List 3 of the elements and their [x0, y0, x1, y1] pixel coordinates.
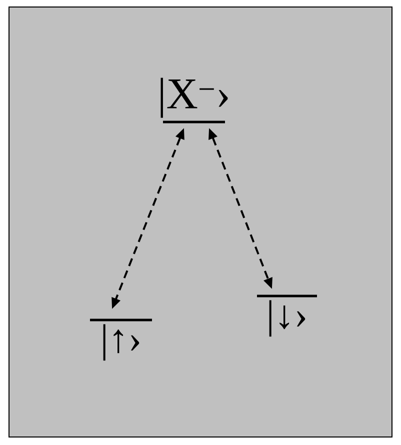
energy-level: |↑› [90, 318, 152, 361]
energy-level: |X$^{−}$› [160, 78, 228, 124]
energy-level: |↓› [257, 294, 317, 337]
